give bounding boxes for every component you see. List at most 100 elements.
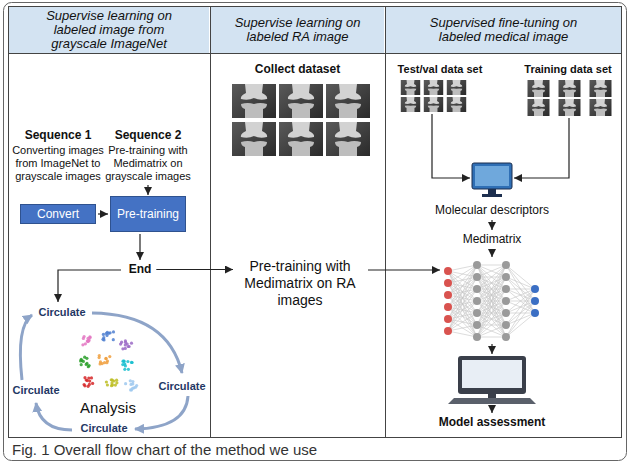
scatter-dot [99,360,102,363]
node-text: Pre-training with Medimatrix on RA image… [235,258,365,309]
monitor-icon [472,163,512,197]
net-link [477,289,506,337]
ra-xray-tiles [232,84,370,156]
scatter-dot [88,335,91,338]
scatter-dot [131,361,134,364]
net-link [506,289,535,337]
column-divider [210,7,211,438]
net-link [448,313,477,331]
flow-arrow [432,114,470,178]
scatter-dot [86,379,89,382]
scatter-dot [123,368,126,371]
header-band: Supervised fine-tuning on labeled medica… [386,7,621,53]
net-neuron [444,303,452,311]
scatter-dot [98,354,101,357]
scatter-dot [124,347,127,350]
scatter-dot [87,339,90,342]
header-band: Supervise learning on labeled RA image [211,7,384,53]
net-neuron [531,297,539,305]
net-link [506,301,535,337]
scatter-dot [83,384,86,387]
node-text: End [129,262,152,277]
neural-network [444,261,539,341]
column-panel: Supervise learning on labeled image from… [9,7,209,435]
net-neuron [502,273,510,281]
flow-arrow [368,269,440,270]
text-node: Molecular descriptors [432,203,552,218]
node-text: Medimatrix [463,232,522,247]
net-neuron [473,273,481,281]
net-link [448,265,477,331]
connector-arrow [98,213,108,214]
scatter-dot [123,362,126,365]
text-label: Sequence 1 [10,128,106,142]
text-node: Model assessment [436,415,549,430]
scatter-dot [112,338,115,341]
scatter-dot [110,384,113,387]
net-link [506,313,535,337]
scatter-dot [121,360,124,363]
scatter-dot [84,342,87,345]
node-text: Supervise learning on labeled image from… [27,9,191,51]
scatter-dot [129,383,132,386]
node-text: Supervised fine-tuning on labeled medica… [416,16,591,44]
connector-arrow [156,269,233,270]
scatter-dot [79,359,82,362]
process-box: Pre-training [110,196,186,232]
connector-arrow [491,220,492,230]
scatter-dot [126,360,129,363]
scatter-dot [124,382,127,385]
figure-frame [9,7,622,438]
scatter-dot [89,336,92,339]
scatter-dot [101,338,104,341]
net-link [477,289,506,337]
net-neuron [444,327,452,335]
text-label: Circulate [38,305,85,319]
scatter-dot [80,363,83,366]
process-box: Convert [20,204,96,224]
scatter-dot [114,384,117,387]
net-neuron [473,333,481,341]
net-neuron [444,279,452,287]
net-link [506,289,535,301]
text-node: Analysis [77,400,139,415]
scatter-dot [87,385,90,388]
text-node: Medimatrix [460,232,525,247]
scatter-dot [105,361,108,364]
net-link [477,265,506,325]
net-link [448,265,477,307]
text-label: Converting images from ImageNet to grays… [11,144,105,183]
flow-arrow [491,405,492,413]
net-neuron [473,297,481,305]
text-label: Test/val data set [385,62,495,76]
scatter-dot [102,338,105,341]
node-text: Analysis [80,400,136,415]
text-label: Circulate [80,421,127,435]
connector-arrow [139,234,140,260]
scatter-dot [131,380,134,383]
flow-arrow [58,270,121,302]
scatter-dot [129,388,132,391]
scatter-dot [102,333,105,336]
net-link [506,289,535,301]
net-link [477,265,506,313]
net-neuron [473,309,481,317]
training-tiles [528,80,612,116]
text-label: Training data set [518,62,618,76]
column-divider [385,7,386,438]
net-neuron [502,333,510,341]
net-link [448,289,477,331]
net-link [448,265,477,319]
net-link [506,265,535,301]
scatter-dot [130,342,133,345]
net-neuron [473,285,481,293]
net-link [506,289,535,313]
net-link [477,277,506,337]
scatter-dot [134,386,137,389]
cycle-arrows [20,313,188,430]
text-label: Pre-training with Medimatrix on grayscal… [103,144,193,183]
text-label: Circulate [158,379,205,393]
net-neuron [531,309,539,317]
node-text: Convert [37,207,79,221]
